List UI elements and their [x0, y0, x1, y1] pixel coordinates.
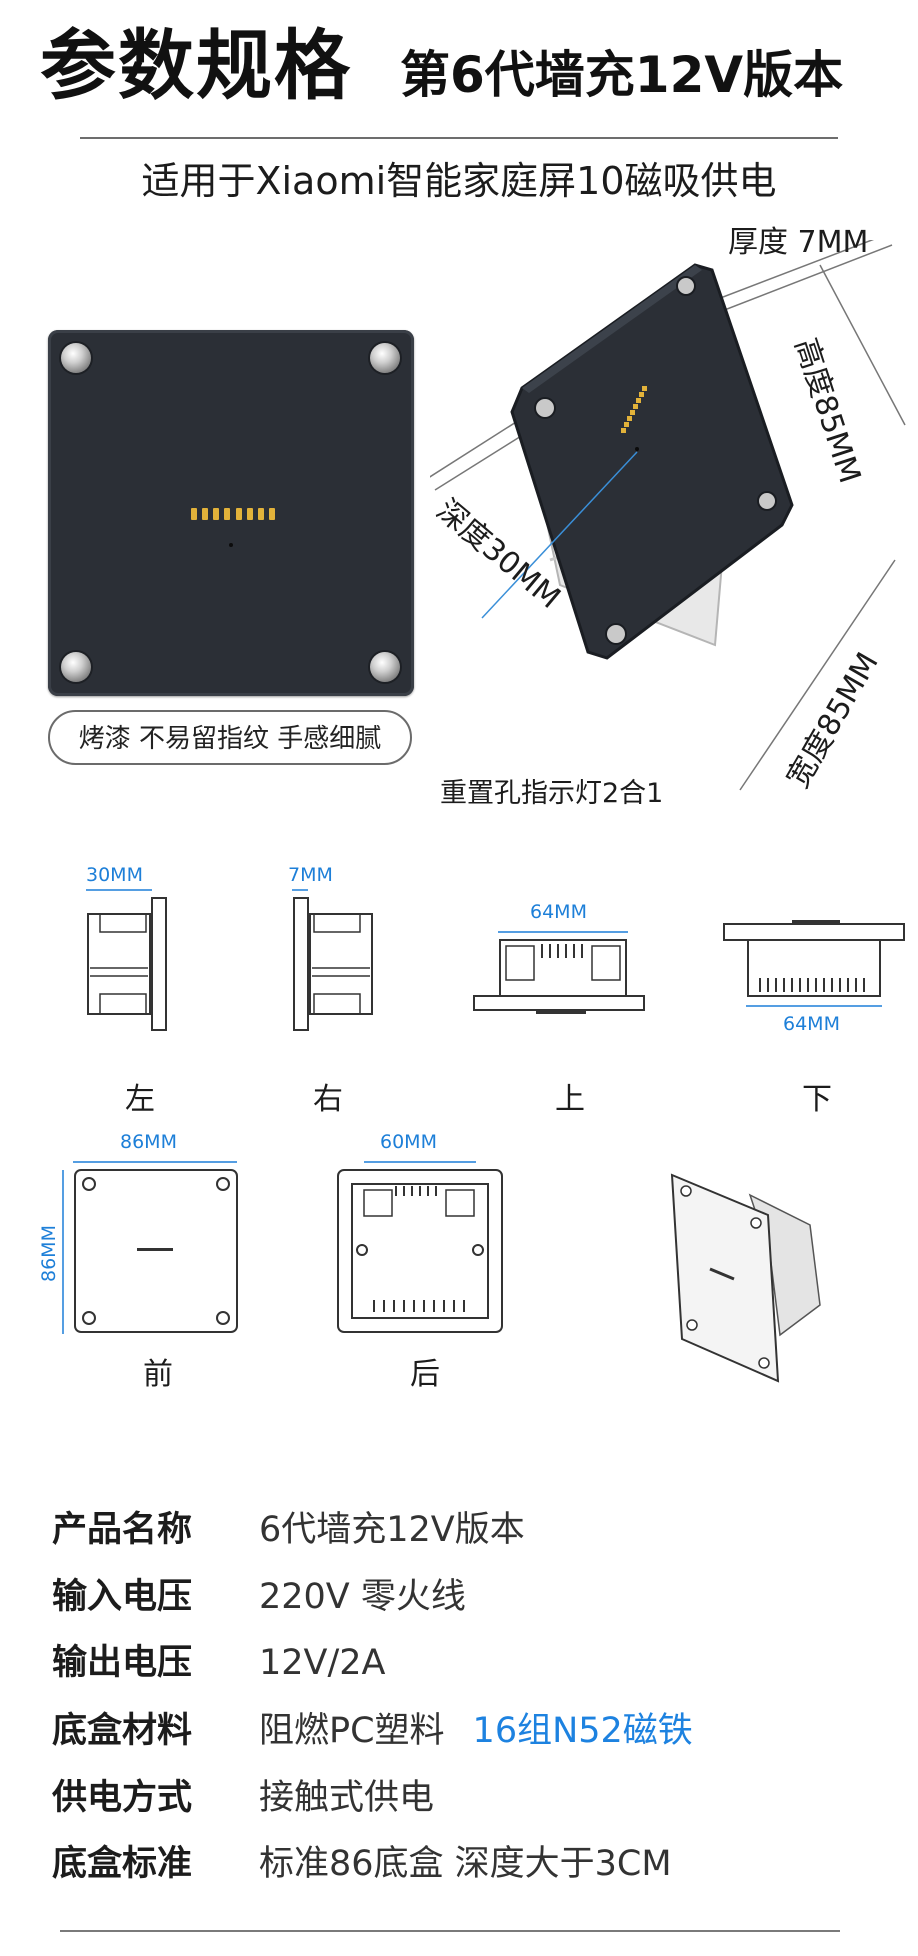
screw-top-left	[61, 343, 91, 373]
isometric-view-drawing	[670, 1173, 821, 1383]
right-view-dimension: 7MM	[288, 864, 333, 886]
spec-label: 产品名称	[52, 1510, 193, 1550]
spec-value-text: 阻燃PC塑料	[259, 1711, 445, 1751]
left-view-dimension: 30MM	[86, 864, 143, 886]
front-view-height-dimension: 86MM	[38, 1225, 60, 1282]
pogo-pin-connector	[191, 508, 275, 520]
front-view-width-dimension: 86MM	[120, 1131, 177, 1153]
bottom-view-dimension: 64MM	[783, 1013, 840, 1035]
spec-value: 12V/2A	[259, 1643, 386, 1683]
product-version-title: 第6代墙充12V版本	[400, 46, 844, 104]
right-view-drawing	[292, 889, 373, 1031]
left-view-label: 左	[125, 1082, 155, 1117]
back-view-dimension: 60MM	[380, 1131, 437, 1153]
footer-divider	[60, 1930, 840, 1932]
bottom-view-label: 下	[802, 1082, 832, 1117]
indicator-callout: 重置孔指示灯2合1	[440, 778, 664, 809]
spec-label: 供电方式	[52, 1778, 193, 1818]
thickness-dimension: 厚度 7MM	[728, 225, 869, 260]
spec-value: 接触式供电	[259, 1778, 435, 1818]
header-divider	[80, 137, 838, 139]
compatibility-description: 适用于Xiaomi智能家庭屏10磁吸供电	[141, 159, 777, 203]
spec-label: 底盒材料	[52, 1711, 193, 1751]
finish-note-badge: 烤漆 不易留指纹 手感细腻	[48, 710, 412, 765]
spec-label: 输入电压	[52, 1577, 193, 1617]
front-view-drawing	[62, 1161, 238, 1334]
right-view-label: 右	[313, 1082, 343, 1117]
top-view-dimension: 64MM	[530, 901, 587, 923]
bottom-view-drawing	[723, 920, 905, 1007]
left-view-drawing	[86, 889, 167, 1031]
magnet-highlight: 16组N52磁铁	[472, 1711, 693, 1751]
top-view-label: 上	[555, 1082, 585, 1117]
spec-label: 输出电压	[52, 1643, 193, 1683]
front-view-label: 前	[143, 1357, 173, 1392]
spec-value: 标准86底盒 深度大于3CM	[259, 1844, 672, 1884]
front-panel-image	[48, 330, 414, 696]
spec-value: 220V 零火线	[259, 1577, 466, 1617]
spec-value: 阻燃PC塑料 16组N52磁铁	[259, 1714, 693, 1749]
back-view-drawing	[337, 1161, 503, 1333]
top-view-drawing	[473, 931, 645, 1014]
screw-top-right	[370, 343, 400, 373]
page-title: 参数规格	[40, 21, 352, 110]
spec-label: 底盒标准	[52, 1844, 193, 1884]
screw-bottom-left	[61, 652, 91, 682]
spec-value: 6代墙充12V版本	[259, 1510, 525, 1550]
reset-hole-indicator	[229, 543, 233, 547]
angled-product-image	[430, 240, 906, 791]
back-view-label: 后	[410, 1357, 440, 1392]
screw-bottom-right	[370, 652, 400, 682]
